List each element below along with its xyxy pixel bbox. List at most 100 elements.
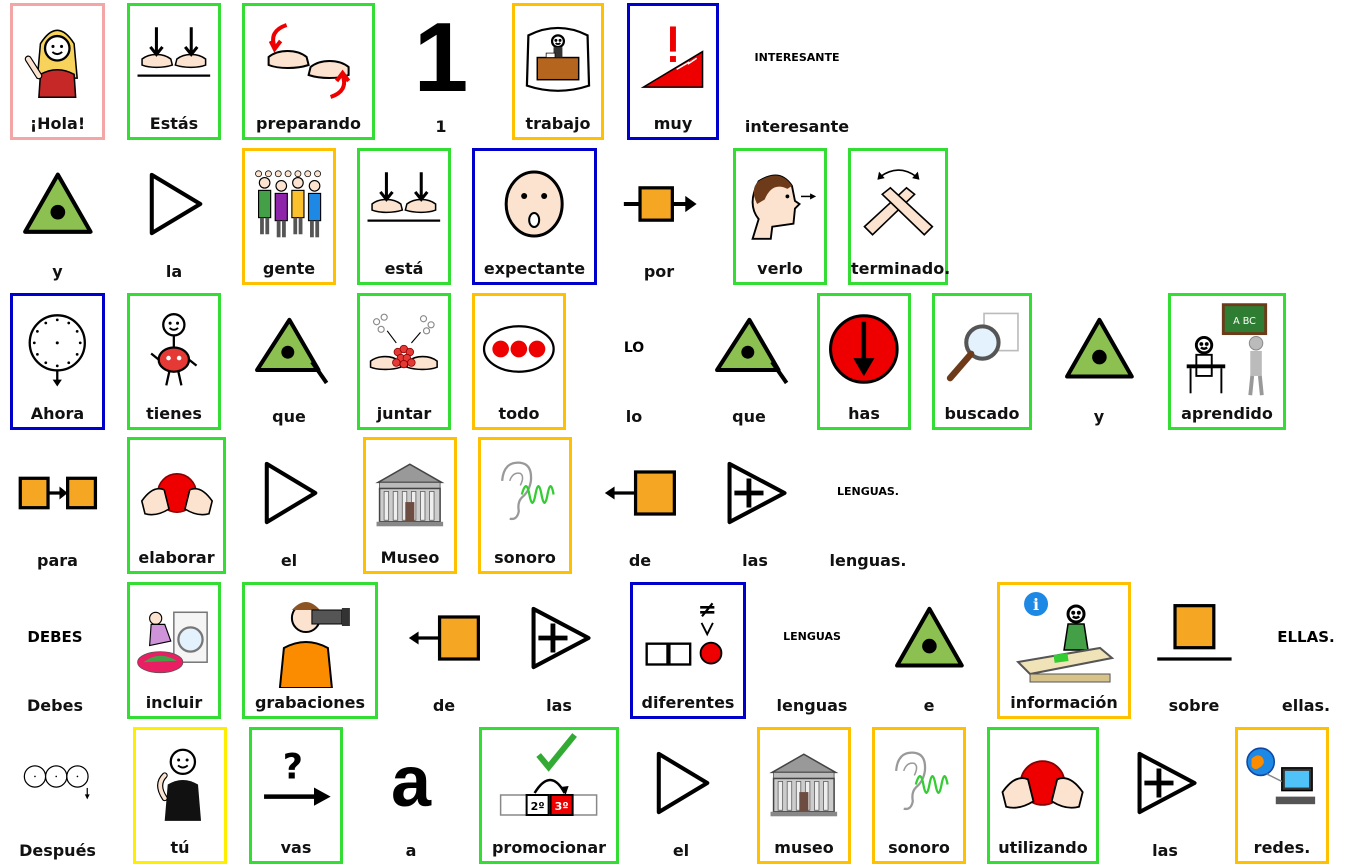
pictogram-label: elaborar [138,548,215,567]
museum-icon [366,443,454,543]
work-desk-icon [515,9,601,109]
pictogram-label: interesante [744,117,850,136]
pictogram-card: el [242,437,336,574]
caption-word: INTERESANTE [754,51,840,64]
pictogram-label: para [37,551,78,570]
letter-icon: a [390,741,432,822]
pictogram-card: las [708,437,802,574]
plural-article-icon [1118,730,1212,836]
pictogram-label: expectante [483,259,586,278]
through-box-icon [612,151,706,257]
promote-icon: 2º 3º [482,733,616,833]
pictogram-card: preparando [242,3,375,140]
for-boxes-icon [10,440,105,546]
pictogram-label: preparando [256,114,361,133]
magnifier-icon [935,299,1029,399]
pictogram-label: museo [774,838,834,857]
pictogram-label: aprendido [1181,404,1273,423]
pictogram-label: todo [498,404,540,423]
article-triangle-icon [242,440,336,546]
hands-down-icon [130,9,218,109]
pictogram-label: ¡Hola! [29,114,86,133]
pictogram-label: utilizando [998,838,1088,857]
pictogram-label: las [546,696,572,715]
svg-text:i: i [1033,595,1039,614]
hands-down-icon [360,154,448,254]
pictogram-label: terminado. [851,259,951,278]
pictogram-label: el [672,841,690,860]
pictogram-label: tú [170,838,190,857]
of-box-icon [397,585,491,691]
pictogram-label: sonoro [494,548,556,567]
pictogram-label: que [732,407,766,426]
pictogram-label: tienes [146,404,202,423]
museum-icon [760,733,848,833]
pictogram-card: buscado [932,293,1032,430]
pictogram-label: diferentes [641,693,735,712]
on-box-icon [1147,585,1241,691]
pictogram-card: para [10,437,105,574]
pictogram-card: incluir [127,582,221,719]
pictogram-card: ≠diferentes [630,582,746,719]
pictogram-card: INTERESANTE interesante [737,3,857,140]
pictogram-label: lenguas. [829,551,907,570]
pictogram-label: Después [19,841,96,860]
pictogram-label: lo [625,407,643,426]
question-arrow-icon: ? [252,733,340,833]
pictogram-label: muy [653,114,693,133]
pictogram-card: las [512,582,606,719]
pictogram-card: tienes [127,293,221,430]
red-down-arrow-icon [820,299,908,399]
pictogram-label: 1 [435,117,447,136]
pictogram-label: verlo [757,259,803,278]
pictogram-label: gente [262,259,316,278]
globe-computer-icon [1238,733,1326,833]
hands-ball-icon [990,733,1096,833]
pictogram-label: grabaciones [254,693,366,712]
pictogram-label: está [384,259,424,278]
triangle-dot-icon [1052,296,1146,402]
pictogram-card: está [357,148,451,285]
caption-word: ELLAS. [1277,627,1335,646]
pictogram-label: has [848,404,880,423]
pictogram-card: y [10,148,105,285]
article-triangle-icon [634,730,728,836]
pictogram-label: el [280,551,298,570]
pictogram-card: Museo [363,437,457,574]
person-has-icon [130,299,218,399]
pictogram-card: has [817,293,911,430]
plural-article-icon [512,585,606,691]
of-box-icon [593,440,687,546]
svg-text:2º: 2º [531,800,545,813]
pictogram-card: redes. [1235,727,1329,864]
article-triangle-icon [127,151,221,257]
plural-article-icon [708,440,802,546]
pictogram-card: todo [472,293,566,430]
pictogram-card: la [127,148,221,285]
you-person-icon [136,733,224,833]
pictogram-card: de [593,437,687,574]
surprised-face-icon [475,154,594,254]
ear-sound-icon [875,733,963,833]
pictogram-card: e [882,582,976,719]
pictogram-card: Ahora [10,293,105,430]
svg-text:A BC: A BC [1233,316,1256,327]
pictogram-card: terminado. [848,148,951,285]
pictogram-card: juntar [357,293,451,430]
pictogram-card: museo [757,727,851,864]
information-desk-icon: i [1000,588,1128,688]
pictogram-label: Ahora [30,404,85,423]
pictogram-card: que [242,293,336,430]
hands-ball-icon [130,443,223,543]
triangle-dot-icon [10,151,105,257]
pictogram-card: sonoro [478,437,572,574]
svg-text:3º: 3º [555,800,569,813]
caption-word: DEBES [27,627,83,646]
pictogram-card: Estás [127,3,221,140]
pictogram-label: ellas. [1281,696,1331,715]
caption-word: LENGUAS [783,630,841,643]
pictogram-card: expectante [472,148,597,285]
